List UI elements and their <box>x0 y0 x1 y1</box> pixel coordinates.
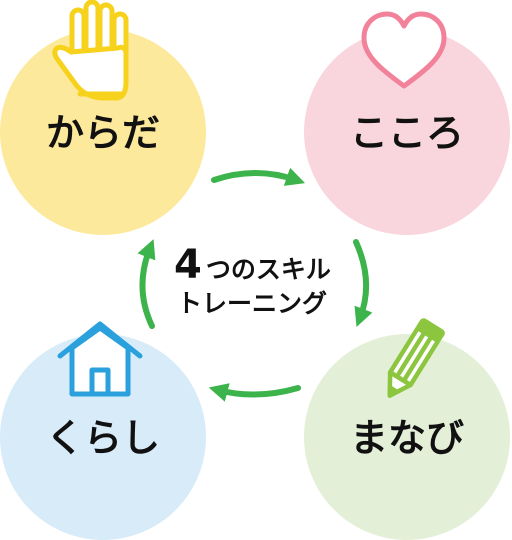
pencil-icon <box>387 318 445 398</box>
node-manabi-label: まなび <box>350 416 464 460</box>
node-karada-label: からだ <box>46 111 160 155</box>
arrow-kurashi-to-karada <box>137 239 156 329</box>
node-kokoro-label: こころ <box>350 111 464 155</box>
node-kurashi: くらし <box>0 334 206 540</box>
node-kokoro: こころ <box>304 29 510 235</box>
node-kurashi-circle <box>0 334 206 540</box>
center-title-number: 4 <box>174 242 202 288</box>
house-icon <box>57 321 143 397</box>
center-title-line1-rest: つのスキル <box>206 255 331 284</box>
node-manabi: まなび <box>304 334 510 540</box>
arrow-karada-to-kokoro <box>211 167 306 186</box>
node-kokoro-circle <box>304 29 510 235</box>
center-title-line2: トレーニング <box>177 289 327 318</box>
node-karada-circle <box>0 29 206 235</box>
arrow-kokoro-to-manabi <box>353 239 373 327</box>
heart-icon <box>361 11 447 89</box>
node-kurashi-label: くらし <box>46 416 160 460</box>
node-manabi-circle <box>304 334 510 540</box>
arrow-manabi-to-kurashi <box>208 383 301 402</box>
node-karada: からだ <box>0 29 206 235</box>
hand-icon <box>52 0 129 101</box>
